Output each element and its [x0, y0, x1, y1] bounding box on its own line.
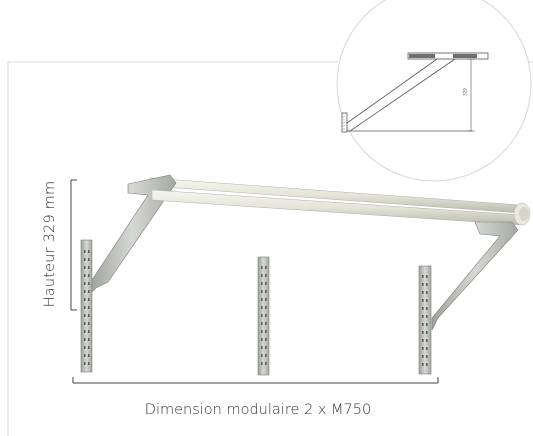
- upright-middle: [257, 256, 270, 376]
- detail-dimension-value: 329: [462, 88, 468, 96]
- height-bracket: [70, 179, 77, 311]
- width-dimension-label: Dimension modulaire 2 x M750: [144, 402, 372, 418]
- upright-left: [80, 239, 93, 373]
- height-dimension-label: Hauteur 329 mm: [42, 180, 58, 308]
- front-tube: [151, 189, 531, 226]
- upright-right: [418, 265, 432, 375]
- detail-circle: [336, 0, 532, 182]
- right-bracket-arm: [431, 221, 519, 331]
- width-bracket: [72, 377, 439, 384]
